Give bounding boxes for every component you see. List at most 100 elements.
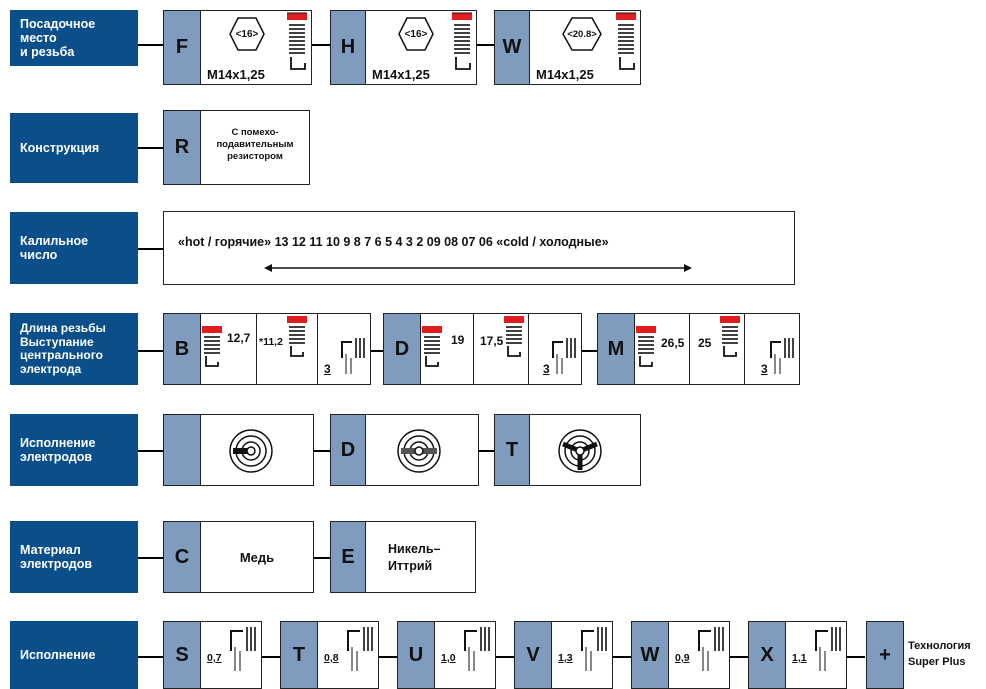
row-label-version: Исполнение xyxy=(10,621,138,689)
gap-value: 1,1 xyxy=(792,652,807,664)
protrusion-m: 3 xyxy=(744,313,800,385)
hex-size: <16> xyxy=(404,29,428,40)
connector xyxy=(138,248,163,250)
electrode-gap-icon xyxy=(815,627,841,671)
code-seat-f: F xyxy=(163,10,201,85)
thread-length-value: 25 xyxy=(698,336,712,350)
connector xyxy=(138,350,163,352)
double-electrode-icon xyxy=(397,429,441,473)
length-b-long: 12,7 xyxy=(200,313,257,385)
code-length-b: B xyxy=(163,313,201,385)
code-seat-h: H xyxy=(330,10,366,85)
super-plus-text: Технология Super Plus xyxy=(908,640,971,668)
connector xyxy=(138,557,163,559)
connector xyxy=(847,656,865,658)
heat-scale-text: «hot / горячие» 13 12 11 10 9 8 7 6 5 4 … xyxy=(178,235,609,249)
code-material-e: E xyxy=(330,521,366,593)
design-text: С помехо- подавительным резистором xyxy=(216,127,294,162)
spark-plug-thread-icon xyxy=(452,12,472,70)
row-label-material: Материал электродов xyxy=(10,521,138,593)
connector xyxy=(138,147,163,149)
protrusion-value: 3 xyxy=(761,362,768,376)
electrode-gap-icon xyxy=(347,627,373,671)
hex-size: <20.8> xyxy=(567,29,597,40)
gap-value: 0,9 xyxy=(675,652,690,664)
connector xyxy=(138,44,163,46)
gap-option-u: 1,0 xyxy=(434,621,496,689)
code-version-s: S xyxy=(163,621,201,689)
electrode-gap-icon xyxy=(698,627,724,671)
spark-plug-thread-icon xyxy=(422,326,442,367)
code-version-t: T xyxy=(280,621,318,689)
gap-option-s: 0,7 xyxy=(200,621,262,689)
connector xyxy=(613,656,631,658)
gap-value: 0,7 xyxy=(207,652,222,664)
code-length-m: M xyxy=(597,313,635,385)
electrode-protrusion-icon xyxy=(341,338,365,374)
spark-plug-thread-icon xyxy=(287,316,307,357)
spark-plug-thread-icon xyxy=(287,12,307,70)
electrode-gap-icon xyxy=(464,627,490,671)
code-version-x: X xyxy=(748,621,786,689)
thread-length-value: 17,5 xyxy=(480,334,504,348)
protrusion-value: 3 xyxy=(324,362,331,376)
material-text: Медь xyxy=(239,550,275,565)
hex-nut-icon xyxy=(229,17,265,51)
electrode-option-standard xyxy=(200,414,314,486)
gap-value: 0,8 xyxy=(324,652,339,664)
spark-plug-thread-icon xyxy=(636,326,656,367)
hex-size: <16> xyxy=(235,29,259,40)
protrusion-value: 3 xyxy=(543,362,550,376)
gap-value: 1,0 xyxy=(441,652,456,664)
connector xyxy=(582,350,597,352)
electrode-protrusion-icon xyxy=(552,338,576,374)
triple-electrode-icon xyxy=(558,429,602,473)
row-label-design: Конструкция xyxy=(10,113,138,183)
spark-plug-thread-icon xyxy=(720,316,740,357)
thread-size: M14x1,25 xyxy=(372,67,430,82)
length-d-short: 17,5 xyxy=(473,313,529,385)
code-length-d: D xyxy=(383,313,421,385)
electrode-gap-icon xyxy=(230,627,256,671)
length-d-long: 19 xyxy=(420,313,474,385)
spark-plug-thread-icon xyxy=(616,12,636,70)
gap-value: 1,3 xyxy=(558,652,573,664)
code-version-w: W xyxy=(631,621,669,689)
connector xyxy=(730,656,748,658)
code-material-c: C xyxy=(163,521,201,593)
row-label-thread-length: Длина резьбы Выступание центрального эле… xyxy=(10,313,138,385)
spark-plug-thread-icon xyxy=(504,316,524,357)
connector xyxy=(479,450,494,452)
gap-option-x: 1,1 xyxy=(785,621,847,689)
electrode-protrusion-icon xyxy=(770,338,794,374)
gap-option-w: 0,9 xyxy=(668,621,730,689)
electrode-gap-icon xyxy=(581,627,607,671)
spark-plug-thread-icon xyxy=(202,326,222,367)
row-label-electrodes: Исполнение электродов xyxy=(10,414,138,486)
connector xyxy=(379,656,397,658)
electrode-option-t xyxy=(529,414,641,486)
connector xyxy=(312,44,330,46)
connector xyxy=(371,350,383,352)
length-b-short: *11,2 xyxy=(256,313,318,385)
seat-option-f: <16> M14x1,25 xyxy=(200,10,312,85)
length-m-long: 26,5 xyxy=(634,313,690,385)
code-electrode-standard xyxy=(163,414,201,486)
single-electrode-icon xyxy=(229,429,273,473)
thread-length-value: *11,2 xyxy=(259,336,283,348)
thread-length-value: 26,5 xyxy=(661,336,685,350)
code-electrode-d: D xyxy=(330,414,366,486)
gap-option-v: 1,3 xyxy=(551,621,613,689)
connector xyxy=(262,656,280,658)
connector xyxy=(314,557,330,559)
design-option-r: С помехо- подавительным резистором xyxy=(200,110,310,185)
connector xyxy=(496,656,514,658)
row-label-seat: Посадочное место и резьба xyxy=(10,10,138,66)
seat-option-h: <16> M14x1,25 xyxy=(365,10,477,85)
protrusion-b: 3 xyxy=(317,313,371,385)
thread-length-value: 19 xyxy=(451,333,465,347)
connector xyxy=(477,44,494,46)
hex-nut-icon xyxy=(562,17,602,51)
code-version-u: U xyxy=(397,621,435,689)
double-arrow-icon xyxy=(264,264,692,272)
